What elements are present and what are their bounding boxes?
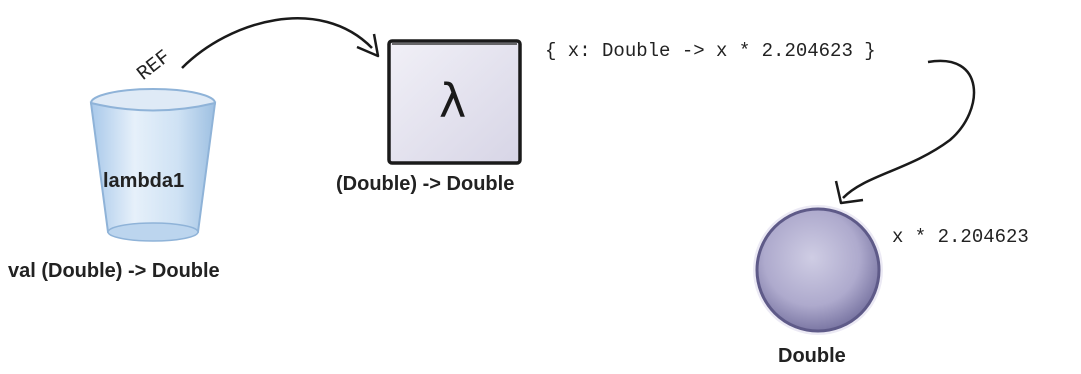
lambda-icon: λ	[439, 74, 466, 128]
cup-name-label: lambda1	[103, 170, 184, 193]
result-type-label: Double	[778, 345, 846, 368]
cup-type-label: val (Double) -> Double	[8, 260, 220, 283]
cup-icon	[91, 89, 215, 241]
result-ball-icon	[753, 205, 883, 335]
lambda-type-label: (Double) -> Double	[336, 173, 514, 196]
lambda-code-label: { x: Double -> x * 2.204623 }	[545, 40, 876, 62]
result-arrow	[843, 61, 974, 198]
result-expression-label: x * 2.204623	[892, 226, 1029, 248]
ref-arrow	[182, 18, 372, 68]
